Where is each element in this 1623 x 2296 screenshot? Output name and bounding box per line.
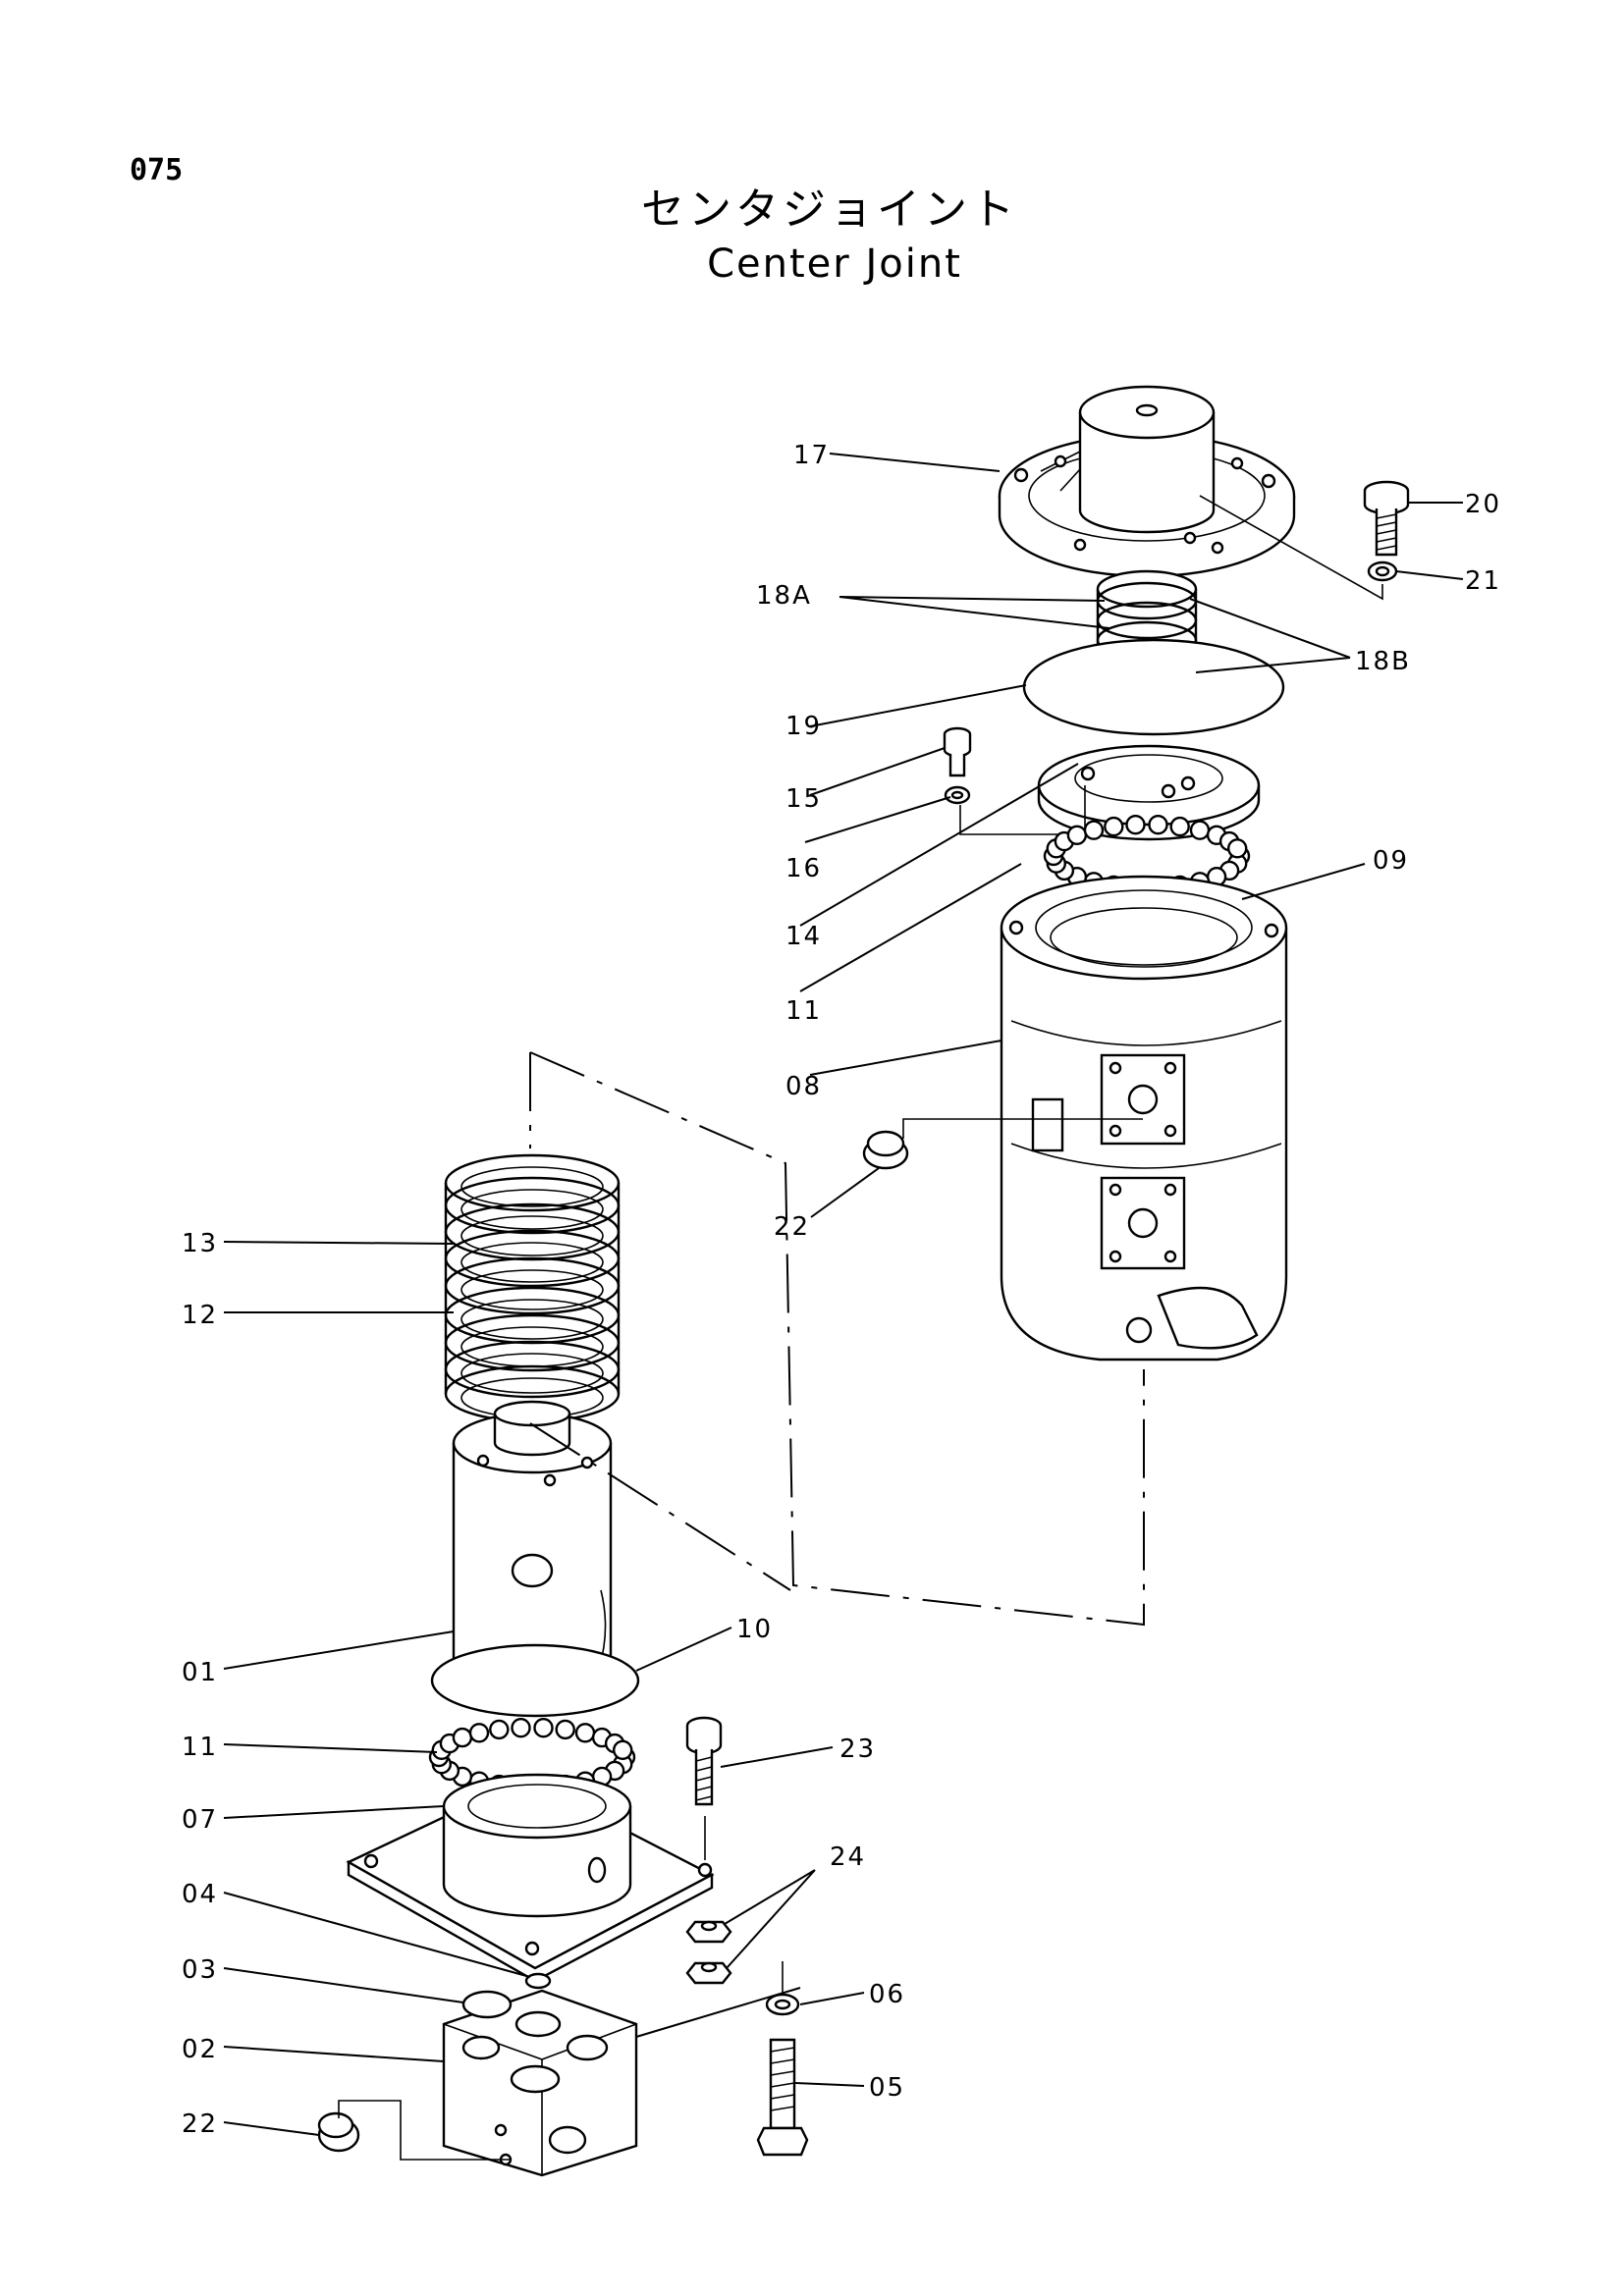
bearing-ball	[1148, 815, 1168, 835]
o-ring-part-10	[430, 1643, 640, 1718]
seal-ring-inner	[460, 1269, 604, 1310]
callout-23: 23	[839, 1735, 876, 1764]
callout-labels: 17 20 21 18A 18B 19 15 16 14 09 11 08 22…	[182, 441, 1501, 2139]
callout-06: 06	[869, 1980, 905, 2009]
bearing-ball	[489, 1719, 510, 1740]
callout-20: 20	[1465, 490, 1501, 519]
seal-rings-parts-12-13	[444, 1153, 621, 1423]
seal-ring-inner	[460, 1215, 604, 1256]
callout-15: 15	[785, 784, 822, 814]
bearing-ball	[468, 1723, 490, 1743]
bearing-ball	[1125, 815, 1146, 835]
plug-part-22-upper	[862, 1130, 909, 1170]
spindle-part-01	[452, 1400, 613, 1671]
callout-07: 07	[182, 1805, 218, 1835]
seal-ring	[444, 1153, 621, 1212]
seal-ring-inner	[460, 1166, 604, 1207]
bearing-ball	[452, 1727, 473, 1748]
bearing-ball	[555, 1719, 575, 1740]
title-english: Center Joint	[707, 241, 962, 287]
bearing-ball	[1169, 816, 1190, 837]
callout-22-lower: 22	[182, 2109, 218, 2139]
callout-08: 08	[785, 1072, 822, 1101]
housing-part-08	[1000, 875, 1288, 1362]
bearing-ball	[574, 1723, 596, 1743]
cover-part-17	[998, 385, 1296, 578]
callout-19: 19	[785, 712, 822, 741]
seal-ring-stack-side	[444, 1183, 621, 1394]
callout-24: 24	[830, 1842, 866, 1872]
bearing-ball	[1104, 816, 1124, 837]
washer-part-21	[1367, 561, 1398, 582]
seal-ring-inner	[460, 1242, 604, 1283]
bearing-ball	[1066, 825, 1088, 845]
callout-21: 21	[1465, 566, 1501, 596]
callout-17: 17	[793, 441, 830, 470]
callout-01: 01	[182, 1658, 218, 1687]
callout-10: 10	[736, 1615, 773, 1644]
callout-05: 05	[869, 2073, 905, 2103]
leader-lines	[223, 453, 1464, 2136]
plug-part-22-lower	[317, 2111, 360, 2153]
page-number: 075	[130, 153, 183, 187]
bolt-part-23	[685, 1716, 723, 1806]
bearing-ball	[511, 1717, 531, 1738]
callout-14: 14	[785, 922, 822, 951]
bearing-ball	[1189, 820, 1211, 840]
bearing-ball	[1083, 820, 1105, 840]
callout-16: 16	[785, 854, 822, 883]
callout-02: 02	[182, 2035, 218, 2064]
base-part-07	[346, 1773, 715, 1983]
block-part-02	[442, 1989, 638, 2177]
bolt-part-05	[756, 2038, 809, 2157]
bolt-part-20	[1363, 480, 1410, 557]
washer-part-16	[944, 785, 971, 805]
callout-13: 13	[182, 1229, 218, 1258]
callout-18a: 18A	[756, 581, 812, 611]
callout-09: 09	[1373, 846, 1409, 876]
callout-11-lower: 11	[182, 1733, 218, 1762]
bearing-ball	[1226, 838, 1248, 859]
seal-ring-inner	[460, 1353, 604, 1394]
seal-ring-inner	[460, 1299, 604, 1340]
bearing-ball	[533, 1717, 554, 1738]
bearing-ball	[613, 1739, 633, 1761]
washer-part-06	[765, 1993, 800, 2016]
callout-03: 03	[182, 1955, 218, 1985]
o-ring-part-04	[524, 1972, 552, 1990]
title-japanese: センタジョイント	[641, 185, 1018, 235]
seal-ring-inner	[460, 1189, 604, 1230]
callout-22-upper: 22	[774, 1212, 810, 1242]
bolt-part-15	[943, 726, 972, 777]
callout-04: 04	[182, 1880, 218, 1909]
callout-18b: 18B	[1355, 647, 1411, 676]
shim-part-19	[1022, 638, 1285, 736]
callout-11-upper: 11	[785, 996, 822, 1026]
callout-12: 12	[182, 1301, 218, 1330]
nuts-part-24	[685, 1920, 732, 1985]
